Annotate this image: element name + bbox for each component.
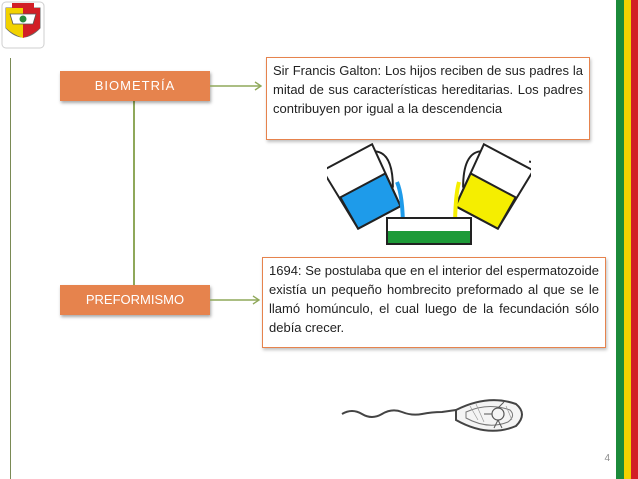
pouring-jugs-icon <box>327 142 531 245</box>
arrow-right-icon <box>210 81 263 91</box>
concept-description-galton: Sir Francis Galton: Los hijos reciben de… <box>266 57 590 140</box>
flag-stripe-yellow <box>624 0 631 479</box>
homunculus-sperm-icon <box>341 399 523 432</box>
arrow-right-icon <box>210 295 261 305</box>
flag-stripe-red <box>631 0 638 479</box>
left-margin-rule <box>10 58 11 479</box>
concept-label-biometria: BIOMETRÍA <box>60 71 210 101</box>
crest-logo-icon <box>1 1 45 49</box>
concept-description-homunculo: 1694: Se postulaba que en el interior de… <box>262 257 606 348</box>
concept-label-preformismo: PREFORMISMO <box>60 285 210 315</box>
page-number: 4 <box>604 453 610 464</box>
flag-stripe-green <box>616 0 624 479</box>
concept-connector <box>133 100 135 286</box>
